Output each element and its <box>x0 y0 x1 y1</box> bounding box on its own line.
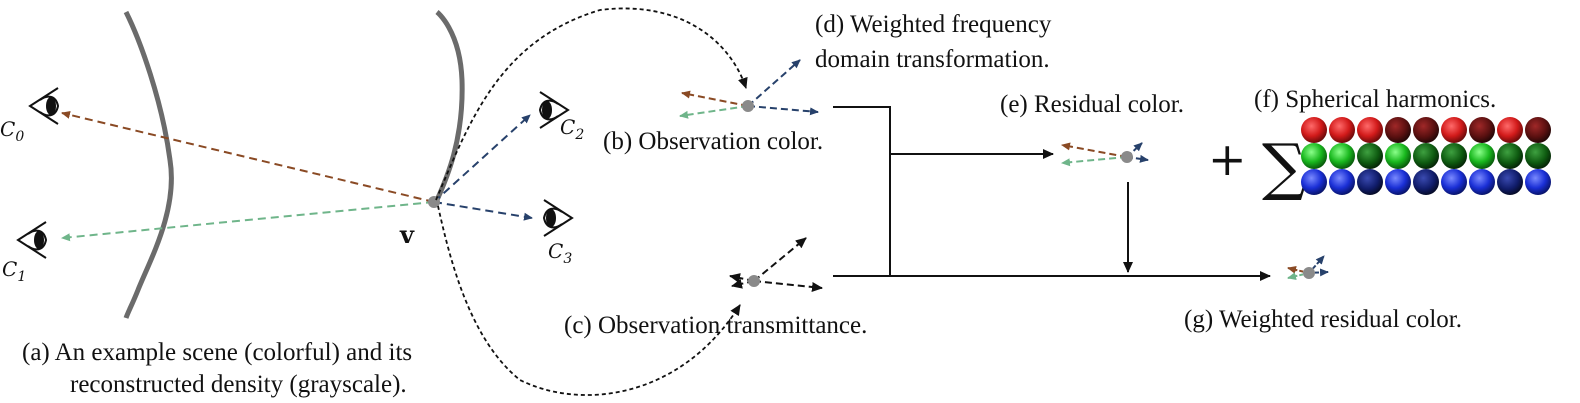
camera-c0-label: C0 <box>0 117 24 145</box>
eye-icon <box>28 87 60 125</box>
ray-to-c1 <box>61 201 435 242</box>
ray-to-c2 <box>433 114 531 203</box>
caption-a-line1: (a) An example scene (colorful) and its <box>22 339 412 366</box>
plus-symbol: + <box>1208 132 1247 186</box>
density-curve-right <box>434 10 465 202</box>
caption-f: (f) Spherical harmonics. <box>1254 86 1496 113</box>
scene-box <box>121 7 440 323</box>
flow-lines <box>833 106 1271 281</box>
residual-color-glyph <box>1061 142 1149 167</box>
caption-b: (b) Observation color. <box>603 128 823 155</box>
eye-icon <box>538 91 570 129</box>
caption-e: (e) Residual color. <box>1000 91 1184 118</box>
eye-icon <box>16 221 48 259</box>
caption-g: (g) Weighted residual color. <box>1184 306 1462 333</box>
observation-color-glyph <box>679 59 819 119</box>
camera-c1-label: C1 <box>2 257 26 285</box>
connector-to-b <box>435 7 748 201</box>
camera-c2-label: C2 <box>560 115 584 143</box>
eye-icon <box>542 199 574 237</box>
ray-to-c3 <box>433 201 533 221</box>
sh-row-red <box>1301 117 1551 143</box>
spherical-harmonics-grid <box>1301 117 1551 195</box>
camera-c3-label: C3 <box>548 239 572 267</box>
sum-symbol: ∑ <box>1262 130 1306 203</box>
connector-to-c <box>437 205 741 396</box>
caption-c: (c) Observation transmittance. <box>564 312 867 339</box>
caption-a-line2: reconstructed density (grayscale). <box>70 371 407 398</box>
weighted-residual-glyph <box>1287 255 1329 281</box>
point-v-label: v <box>399 220 415 249</box>
caption-d-line1: (d) Weighted frequency <box>815 11 1052 38</box>
observation-transmittance-glyph <box>729 237 823 292</box>
caption-d-line2: domain transformation. <box>815 46 1050 73</box>
sh-row-blue <box>1301 169 1551 195</box>
density-curve-left <box>123 10 174 319</box>
ray-to-c0 <box>61 110 435 203</box>
sh-row-green <box>1301 143 1551 169</box>
